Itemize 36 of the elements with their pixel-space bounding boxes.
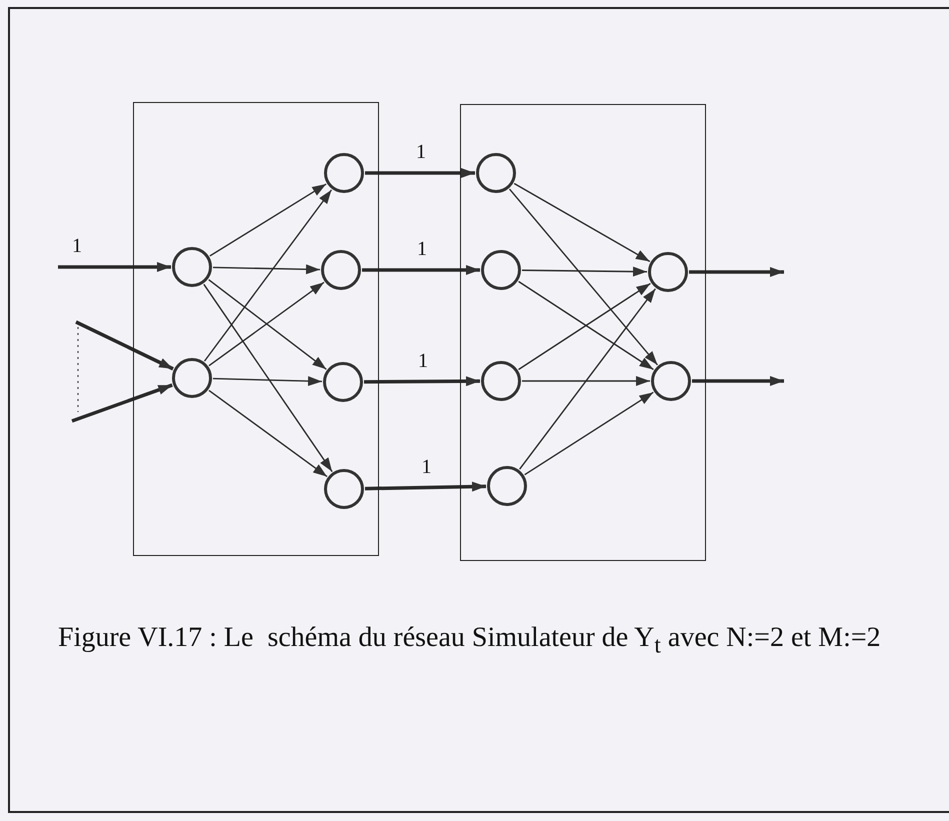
arrow (75, 320, 174, 370)
arrow (208, 390, 328, 478)
arrow (212, 376, 322, 386)
arrow (514, 182, 650, 262)
arrow (692, 376, 784, 386)
arrow (364, 376, 480, 386)
arrow (524, 392, 654, 476)
arrow (212, 264, 320, 274)
arrow (362, 265, 480, 275)
arrow (203, 284, 333, 472)
layer-box (460, 104, 706, 561)
neuron-circle (324, 468, 364, 508)
neuron-circle (480, 250, 520, 290)
arrow (519, 288, 656, 470)
arrow (522, 266, 647, 277)
neuron-circle (476, 152, 516, 192)
neuron-circle (322, 362, 362, 402)
arrow (689, 267, 784, 277)
arrow (364, 482, 486, 492)
neuron-circle (648, 252, 688, 292)
arrow (58, 262, 171, 272)
neuron-circle (172, 358, 212, 398)
neuron-circle (172, 246, 212, 286)
arrow (204, 189, 332, 362)
neuron-circle (480, 360, 520, 400)
arrow (210, 183, 326, 257)
neuron-circle (324, 152, 364, 192)
arrow (508, 188, 658, 366)
neuron-circle (486, 466, 526, 506)
arrow (71, 383, 173, 423)
neuron-circle (320, 250, 360, 290)
figure-caption: Figure VI.17 : Le schéma du réseau Simulateur de Y$_{t}$ avec N:=2 et M:=2 (58, 621, 882, 661)
layer-box (133, 102, 379, 556)
neuron-circle (650, 360, 690, 400)
arrow (365, 168, 475, 178)
arrow (522, 376, 650, 386)
